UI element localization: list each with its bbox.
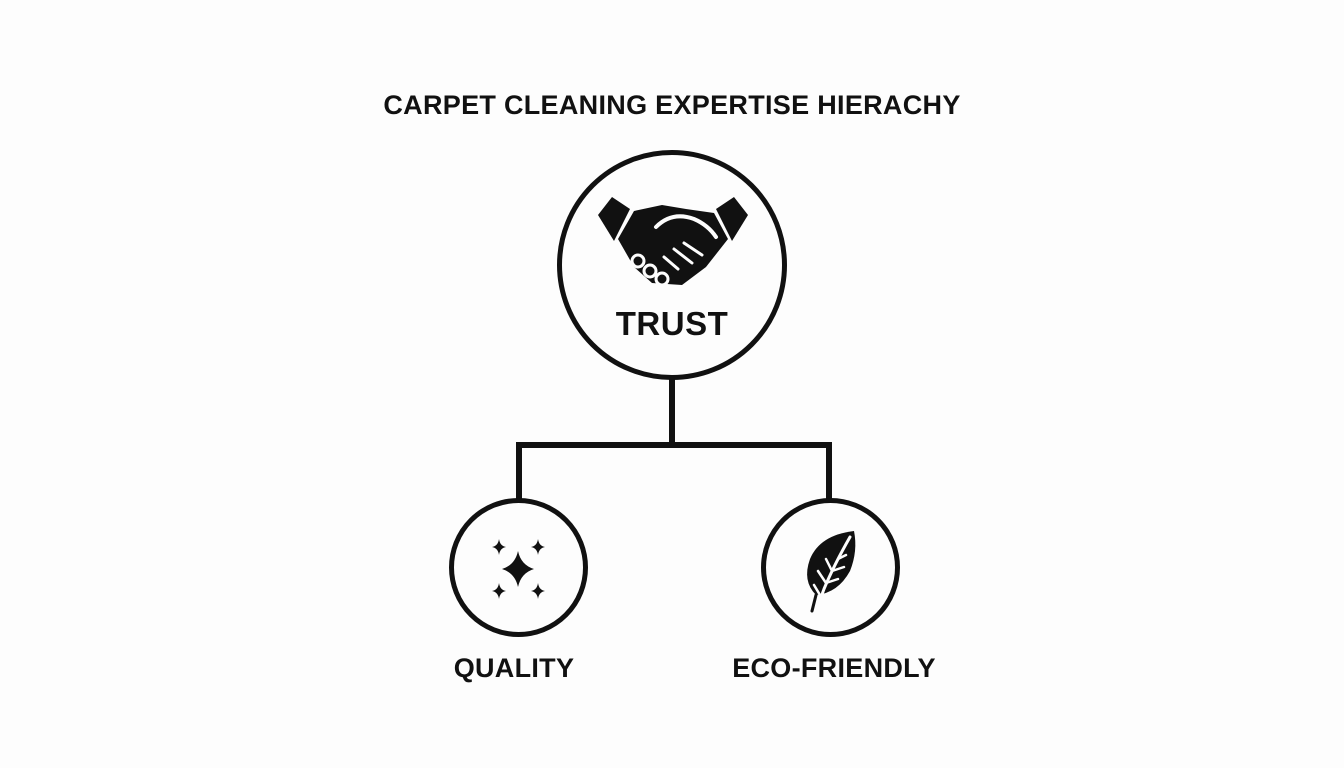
sparkle-icon: [492, 539, 545, 599]
quality-label: QUALITY: [453, 653, 575, 683]
handshake-icon: [598, 197, 748, 287]
leaf-icon: [807, 531, 856, 613]
eco-friendly-label: ECO-FRIENDLY: [732, 653, 936, 683]
quality-node: [449, 498, 588, 637]
diagram-title: CARPET CLEANING EXPERTISE HIERACHY: [383, 90, 961, 120]
eco-friendly-node: [761, 498, 900, 637]
trust-node: TRUST: [557, 150, 787, 380]
trust-label: TRUST: [615, 305, 729, 342]
